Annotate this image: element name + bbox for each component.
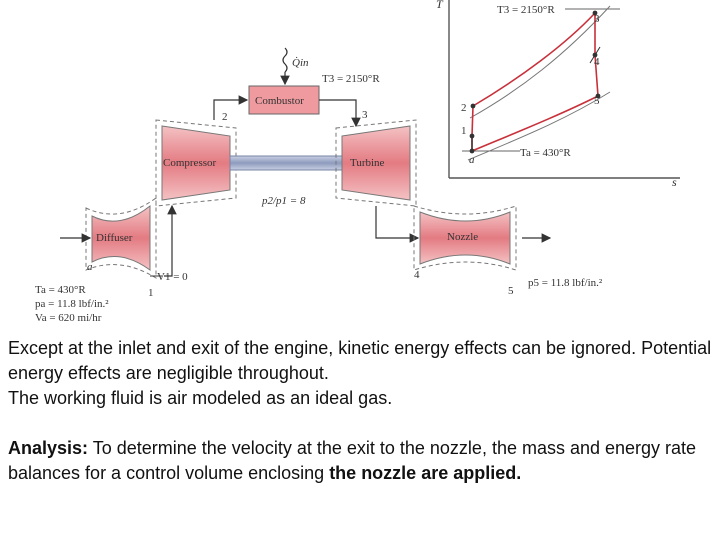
analysis-paragraph: Analysis: To determine the velocity at t… — [8, 436, 714, 486]
turbine-label: Turbine — [350, 157, 385, 169]
point-4 — [592, 52, 598, 58]
engine-schematic: Q̇in Combustor T3 = 2150°R 2 3 Compresso… — [35, 47, 603, 324]
description-text: Except at the inlet and exit of the engi… — [8, 336, 714, 486]
ts-label-5: 5 — [594, 95, 600, 107]
s-axis-label: s — [672, 175, 677, 189]
analysis-body: To determine the velocity at the exit to… — [8, 438, 697, 483]
inlet-va-label: Va = 620 mi/hr — [35, 312, 102, 324]
analysis-label: Analysis: — [8, 438, 89, 458]
turbine-body — [341, 125, 411, 201]
point-a — [469, 148, 475, 154]
pressure-ratio-label: p2/p1 = 8 — [261, 195, 306, 207]
flow-combustor-to-3 — [319, 99, 361, 128]
point-5 — [595, 93, 601, 99]
schematic-state-a: a — [87, 261, 93, 273]
compressor-label: Compressor — [163, 157, 217, 169]
diffuser-label: Diffuser — [96, 232, 133, 244]
compressor-cv-boundary — [155, 119, 237, 207]
schematic-state-1: 1 — [148, 287, 154, 299]
nozzle-label: Nozzle — [447, 231, 478, 243]
assumption-ideal-gas: The working fluid is air modeled as an i… — [8, 388, 393, 408]
inlet-pa-label: pa = 11.8 lbf/in.² — [35, 298, 109, 310]
exit-p5-label: p5 = 11.8 lbf/in.² — [528, 277, 603, 289]
inlet-ta-label: Ta = 430°R — [35, 284, 86, 296]
low-pressure-line — [467, 91, 611, 161]
flow-4-to-nozzle — [375, 206, 420, 243]
schematic-state-2: 2 — [222, 111, 228, 123]
schematic-state-4: 4 — [414, 269, 420, 281]
compressor-body — [161, 125, 231, 201]
shaft — [229, 155, 343, 171]
ts-t3-label: T3 = 2150°R — [497, 4, 555, 16]
ts-diagram: T s T3 = 2150°R Ta = 430°R 3 4 5 2 1 a — [436, 0, 680, 189]
diffuser-body — [91, 204, 151, 271]
turbojet-diagram: T s T3 = 2150°R Ta = 430°R 3 4 5 2 1 a Q… — [35, 0, 680, 324]
ts-ta-label: Ta = 430°R — [520, 147, 571, 159]
ts-label-2: 2 — [461, 102, 467, 114]
cycle-path — [471, 10, 599, 152]
point-2 — [470, 103, 476, 109]
diffuser-cv-boundary — [85, 197, 157, 279]
analysis-bold: the nozzle are applied. — [329, 463, 522, 483]
point-1 — [469, 133, 475, 139]
t-axis-label: T — [436, 0, 444, 11]
flow-1-to-compressor — [164, 204, 177, 277]
v1-label: V1 = 0 — [157, 271, 188, 283]
nozzle-body — [419, 211, 511, 265]
heat-input-squiggle — [282, 47, 288, 73]
assumption-kinetic-potential: Except at the inlet and exit of the engi… — [8, 338, 712, 383]
schematic-state-3: 3 — [362, 109, 368, 121]
ts-label-a: a — [469, 154, 475, 166]
ts-label-3: 3 — [594, 13, 600, 25]
combustor-label: Combustor — [255, 95, 304, 107]
schematic-state-5: 5 — [508, 285, 514, 297]
point-3 — [592, 10, 598, 16]
heat-input-label: Q̇in — [292, 57, 309, 69]
ts-label-1: 1 — [461, 125, 467, 137]
flow-2-to-combustor — [213, 95, 249, 120]
nozzle-cv-boundary — [413, 205, 517, 271]
combustor-t3-label: T3 = 2150°R — [322, 73, 380, 85]
high-pressure-line — [469, 5, 611, 119]
ts-label-4: 4 — [594, 56, 600, 68]
